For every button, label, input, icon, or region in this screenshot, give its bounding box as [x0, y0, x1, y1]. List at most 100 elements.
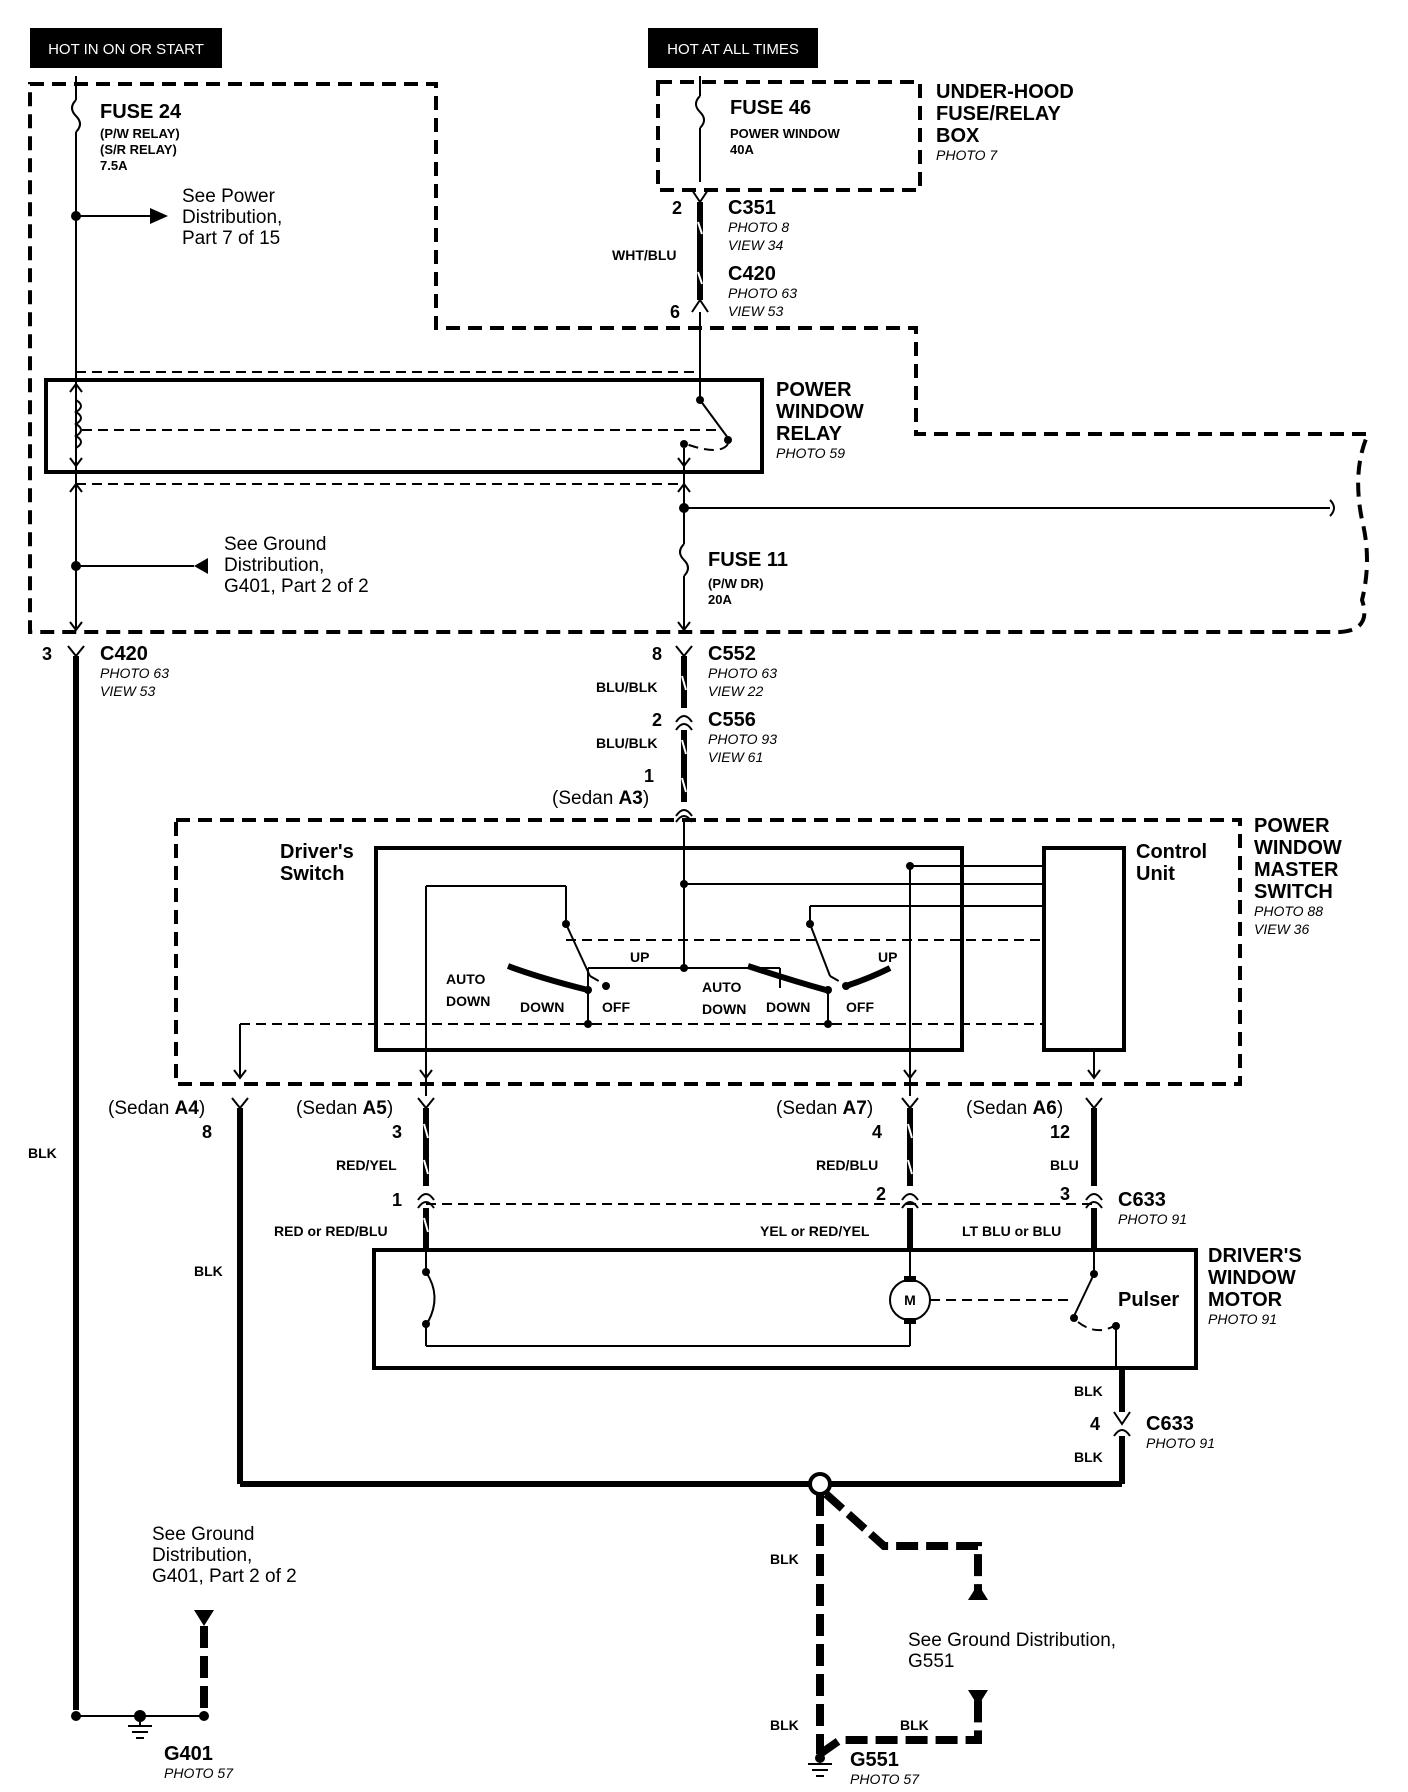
ground-arrow-icon: [968, 1584, 988, 1600]
fuse46-title: FUSE 46: [730, 97, 811, 119]
relay-line1: POWER: [776, 379, 852, 401]
c556-view: VIEW 61: [708, 749, 763, 765]
tag-hot-on-start-text: HOT IN ON OR START: [48, 41, 204, 58]
arrow-right-icon: [150, 208, 168, 224]
master-line2: WINDOW: [1254, 837, 1342, 859]
underhood-line1: UNDER-HOOD: [936, 81, 1074, 103]
c633-b-pin: 4: [1090, 1414, 1100, 1434]
c351-name: C351: [728, 197, 776, 219]
drivers-window-motor-box: [372, 1248, 1198, 1370]
c633-pin1: 1: [392, 1190, 402, 1210]
sedan-a4-pin: 8: [202, 1122, 212, 1142]
tag-hot-on-start: HOT IN ON OR START: [30, 28, 222, 68]
switch-left-up: UP: [630, 949, 649, 965]
master-line1: POWER: [1254, 815, 1330, 837]
relay-coil-symbol: [74, 399, 82, 449]
c633-b-photo: PHOTO 91: [1146, 1435, 1215, 1451]
fuse24-line2: (S/R RELAY): [100, 142, 177, 157]
wire-lt-blu-or-blu: LT BLU or BLU: [962, 1223, 1061, 1239]
see-ground-1-line1: See Ground: [224, 534, 326, 555]
control-unit-line1: Control: [1136, 841, 1207, 863]
c633-b-name: C633: [1146, 1413, 1194, 1435]
c552-name: C552: [708, 643, 756, 665]
fuse46-rating: 40A: [730, 142, 754, 157]
under-hood-fuse-box-outline: [656, 80, 922, 192]
fuse11-symbol: [679, 543, 689, 577]
under-dash-fuse-box-outline: [28, 82, 1372, 634]
c633-a-photo: PHOTO 91: [1118, 1211, 1187, 1227]
ground-arrow-left-icon: [194, 1610, 214, 1626]
motor-photo: PHOTO 91: [1208, 1311, 1277, 1327]
motor-m: M: [904, 1292, 916, 1308]
motor-line3: MOTOR: [1208, 1289, 1283, 1311]
master-view: VIEW 36: [1254, 921, 1309, 937]
c420-top-pin: 6: [670, 302, 680, 322]
control-unit-box: [1042, 846, 1126, 1052]
underhood-line2: FUSE/RELAY: [936, 103, 1062, 125]
wire-red-yel: RED/YEL: [336, 1157, 397, 1173]
sedan-a4-label: (Sedan A4): [108, 1098, 205, 1119]
motor-pulser: Pulser: [1118, 1289, 1179, 1311]
g401-name: G401: [164, 1743, 213, 1765]
sedan-a5-label: (Sedan A5): [296, 1098, 393, 1119]
sedan-a6-pin: 12: [1050, 1122, 1070, 1142]
control-unit-line2: Unit: [1136, 863, 1175, 885]
underhood-line3: BOX: [936, 125, 980, 147]
fuse24-line1: (P/W RELAY): [100, 126, 180, 141]
switch-right-up: UP: [878, 949, 897, 965]
power-window-master-switch-outline: [174, 818, 1242, 1086]
arrow-left-icon: [194, 558, 208, 574]
sedan-a6-label: (Sedan A6): [966, 1098, 1063, 1119]
g551-ground-icon: [808, 1763, 832, 1777]
c420-top-photo: PHOTO 63: [728, 285, 797, 301]
c420-left-pin: 3: [42, 644, 52, 664]
c420-left-view: VIEW 53: [100, 683, 155, 699]
fuse24-symbol: [71, 99, 81, 133]
c633-pin2: 2: [876, 1184, 886, 1204]
drivers-switch-line2: Switch: [280, 863, 344, 885]
master-photo: PHOTO 88: [1254, 903, 1323, 919]
underhood-photo: PHOTO 7: [936, 147, 998, 163]
switch-right-off: OFF: [846, 999, 874, 1015]
c633-a-name: C633: [1118, 1189, 1166, 1211]
g401-photo: PHOTO 57: [164, 1765, 234, 1781]
g551-name: G551: [850, 1749, 899, 1771]
sedan-a5-pin: 3: [392, 1122, 402, 1142]
master-line4: SWITCH: [1254, 881, 1333, 903]
c420-top-name: C420: [728, 263, 776, 285]
see-ground-1-line3: G401, Part 2 of 2: [224, 576, 369, 597]
fuse24-rating: 7.5A: [100, 158, 128, 173]
switch-left-down: DOWN: [520, 999, 564, 1015]
wire-blu: BLU: [1050, 1157, 1079, 1173]
see-ground-1-line2: Distribution,: [224, 555, 324, 576]
splice-icon: [808, 1472, 832, 1496]
motor-line2: WINDOW: [1208, 1267, 1296, 1289]
see-power-line2: Distribution,: [182, 207, 282, 228]
wire-blk-c633-lower: BLK: [1074, 1449, 1103, 1465]
c552-photo: PHOTO 63: [708, 665, 777, 681]
switch-right-auto-down: DOWN: [702, 1001, 746, 1017]
c556-pin: 2: [652, 710, 662, 730]
c552-view: VIEW 22: [708, 683, 763, 699]
switch-left-auto-down: DOWN: [446, 993, 490, 1009]
c556-wire: BLU/BLK: [596, 735, 657, 751]
master-line3: MASTER: [1254, 859, 1339, 881]
see-power-line1: See Power: [182, 186, 276, 207]
fuse11-line1: (P/W DR): [708, 576, 764, 591]
see-ground-2-line2: Distribution,: [152, 1545, 252, 1566]
relay-photo: PHOTO 59: [776, 445, 845, 461]
c351-pin: 2: [672, 198, 682, 218]
c556-photo: PHOTO 93: [708, 731, 777, 747]
g401-ground-icon: [128, 1716, 152, 1739]
g551-photo: PHOTO 57: [850, 1771, 920, 1787]
wire-yel-or-red-yel: YEL or RED/YEL: [760, 1223, 870, 1239]
see-power-line3: Part 7 of 15: [182, 228, 280, 249]
relay-line2: WINDOW: [776, 401, 864, 423]
see-ground-3-line1: See Ground Distribution,: [908, 1630, 1116, 1651]
c552-wire: BLU/BLK: [596, 679, 657, 695]
c420-left-name: C420: [100, 643, 148, 665]
see-ground-2-line1: See Ground: [152, 1524, 254, 1545]
drivers-switch-line1: Driver's: [280, 841, 354, 863]
wire-blk-g551-upper: BLK: [770, 1551, 799, 1567]
fuse46-line1: POWER WINDOW: [730, 126, 840, 141]
